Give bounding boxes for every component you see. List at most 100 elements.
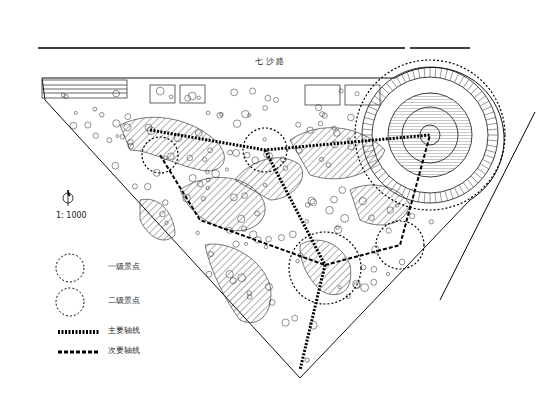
tree-symbol	[429, 220, 433, 224]
tree-symbol	[292, 315, 298, 321]
legend-text: 二级景点	[108, 297, 140, 306]
plaza-tick	[463, 183, 469, 191]
tree-symbol	[348, 143, 355, 150]
tree-symbol	[371, 266, 377, 272]
plaza-tick	[488, 135, 498, 136]
plaza-tick	[366, 112, 375, 115]
tree-symbol	[289, 231, 296, 238]
plaza-tick	[474, 172, 482, 178]
plaza-tick	[486, 150, 496, 153]
tree-symbol	[230, 194, 237, 201]
plaza-tick	[467, 83, 473, 91]
plaza-tick	[396, 185, 401, 194]
plaza-tick	[435, 67, 437, 77]
plaza-tick	[362, 135, 372, 136]
plaza-tick	[364, 117, 374, 120]
plaza-tick	[386, 83, 392, 91]
tree-symbol	[265, 95, 271, 101]
tree-symbol	[125, 114, 131, 120]
plaza-tick	[382, 176, 389, 183]
tree-symbol	[339, 89, 343, 93]
tree-symbol	[185, 95, 191, 101]
tree-symbol	[353, 280, 361, 288]
tree-symbol	[197, 181, 203, 187]
tree-symbol	[255, 211, 260, 216]
tree-symbol	[308, 197, 315, 204]
plaza-tick	[412, 69, 415, 79]
tree-symbol	[336, 226, 339, 229]
tree-symbol	[113, 120, 120, 127]
legend-text: 主要轴线	[108, 327, 140, 336]
tree-symbol	[348, 114, 355, 121]
tree-symbol	[128, 139, 134, 145]
tree-symbol	[212, 170, 220, 178]
tree-symbol	[124, 124, 131, 131]
tree-symbol	[165, 221, 168, 224]
plaza-tick	[374, 96, 382, 102]
plaza-tick	[478, 96, 486, 102]
tree-symbol	[269, 299, 275, 305]
tree-symbol	[386, 272, 389, 275]
plaza-tick	[366, 155, 375, 158]
plaza-tick	[386, 179, 392, 187]
plaza-tick	[474, 91, 482, 97]
plaza-tick	[485, 112, 494, 115]
tree-symbol	[238, 215, 245, 222]
plaza-tick	[378, 91, 386, 97]
tree-symbol	[201, 197, 205, 201]
plaza-tick	[418, 68, 420, 78]
plaza-tick	[455, 188, 459, 197]
plaza-tick	[424, 193, 426, 203]
tree-symbol	[361, 265, 366, 270]
plaza-tick	[471, 176, 478, 183]
tree-symbol	[112, 162, 119, 169]
plaza-tick	[371, 164, 380, 169]
plaza-tick	[459, 76, 464, 85]
tree-symbol	[263, 138, 266, 141]
plaza-tick	[480, 101, 489, 106]
tree-symbol	[326, 163, 331, 168]
tree-symbol	[241, 226, 246, 231]
tree-symbol	[206, 170, 210, 174]
plaza-tick	[368, 106, 377, 110]
plaza-tick	[362, 129, 372, 131]
tree-symbol	[296, 259, 300, 263]
tree-symbol	[319, 157, 323, 161]
tree-symbol	[247, 291, 252, 296]
tree-symbol	[264, 245, 268, 249]
legend-text: 次要轴线	[108, 347, 140, 356]
tree-symbol	[274, 97, 279, 102]
tree-symbol	[341, 214, 349, 222]
tree-symbol	[208, 148, 213, 153]
tree-symbol	[263, 183, 267, 187]
plaza-tick	[483, 106, 492, 110]
tree-symbol	[266, 283, 273, 290]
plaza-tick	[391, 183, 397, 191]
tree-symbol	[233, 120, 240, 127]
tree-symbol	[168, 153, 175, 160]
tree-symbol	[74, 111, 77, 114]
tree-symbol	[195, 130, 202, 137]
tree-symbol	[315, 105, 321, 111]
tree-symbol	[226, 270, 233, 277]
plaza-tick	[483, 160, 492, 164]
plaza-tick	[430, 67, 431, 77]
tree-symbol	[334, 226, 342, 234]
tree-symbol	[310, 199, 317, 206]
legend-text: 一级景点	[108, 263, 140, 272]
tree-symbol	[160, 211, 166, 217]
tree-symbol	[387, 207, 394, 214]
tree-symbol	[197, 96, 200, 99]
tree-symbol	[100, 112, 105, 117]
tree-symbol	[355, 92, 359, 96]
tree-symbol	[331, 196, 338, 203]
plaza-tick	[450, 190, 453, 199]
road-name: 七 沙 路	[255, 58, 284, 67]
plaza-tick	[362, 140, 372, 142]
tree-symbol	[242, 110, 249, 117]
plaza-tick	[478, 168, 486, 174]
tree-symbol	[156, 87, 164, 95]
tree-symbol	[305, 220, 309, 224]
tree-symbol	[263, 106, 268, 111]
tree-symbol	[334, 130, 340, 136]
